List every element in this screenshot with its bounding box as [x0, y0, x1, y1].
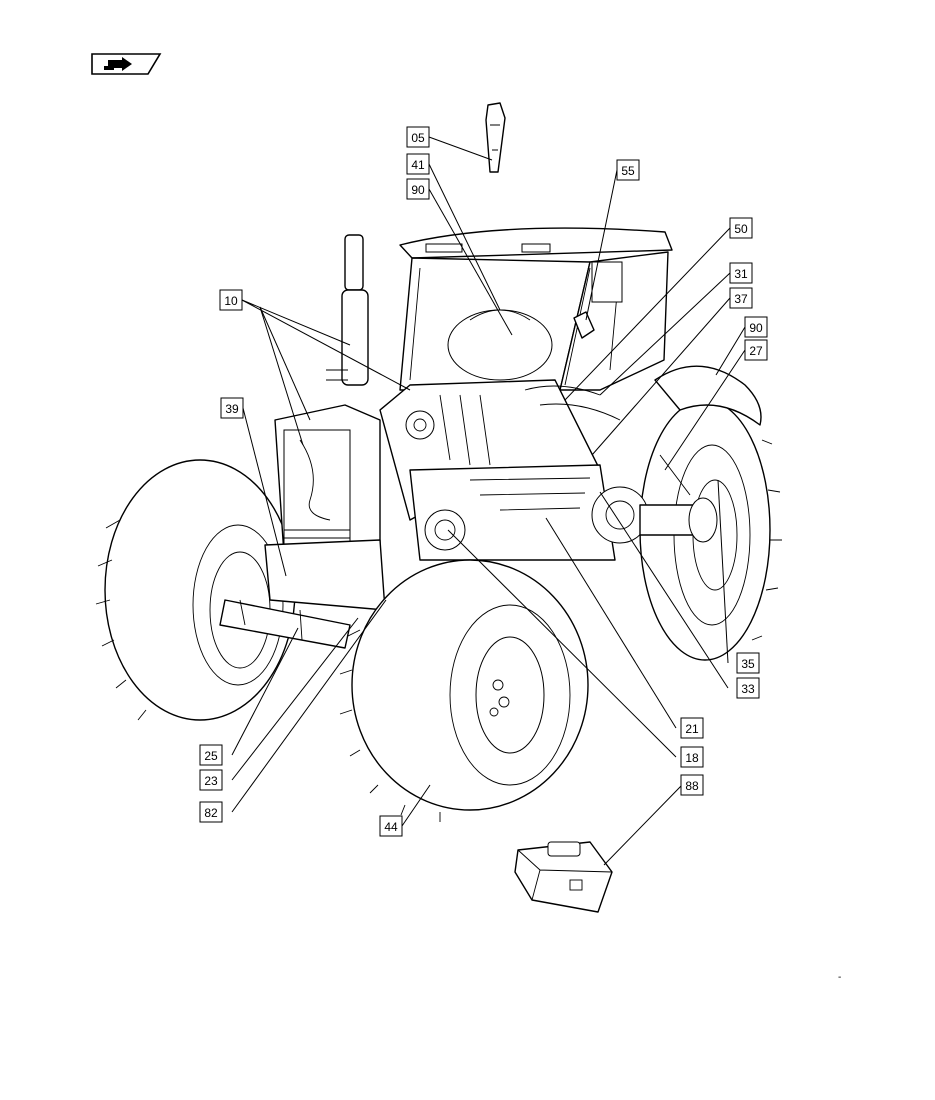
callout-39[interactable]: 39	[220, 397, 244, 419]
callout-27[interactable]: 27	[744, 339, 768, 361]
callout-44[interactable]: 44	[379, 815, 403, 837]
front-chassis	[219, 539, 386, 649]
callout-33-text: 33	[741, 682, 755, 696]
callout-82[interactable]: 82	[199, 801, 223, 823]
callout-18[interactable]: 18	[680, 746, 704, 768]
front-grille	[274, 404, 381, 571]
callout-21[interactable]: 21	[680, 717, 704, 739]
callout-88-text: 88	[685, 779, 699, 793]
callout-10-text: 10	[224, 294, 238, 308]
transmission-area	[409, 385, 649, 561]
callout-41-text: 41	[411, 158, 425, 172]
callout-25-text: 25	[204, 749, 218, 763]
front-wheel	[339, 559, 589, 822]
callout-labels: 05 41 90 55 50 31 37 90	[199, 126, 768, 837]
callout-10[interactable]: 10	[219, 289, 243, 311]
tractor-illustration	[95, 102, 782, 913]
book-arrow-icon	[104, 57, 132, 71]
callout-27-text: 27	[749, 344, 763, 358]
callout-41[interactable]: 41	[406, 153, 430, 175]
callout-21-text: 21	[685, 722, 699, 736]
callout-33[interactable]: 33	[736, 677, 760, 699]
callout-55[interactable]: 55	[616, 159, 640, 181]
callout-31[interactable]: 31	[729, 262, 753, 284]
callout-35[interactable]: 35	[736, 652, 760, 674]
callout-18-text: 18	[685, 751, 699, 765]
cab	[399, 227, 673, 391]
toolbox	[514, 841, 613, 913]
callout-90-fender-text: 90	[749, 321, 763, 335]
callout-05[interactable]: 05	[406, 126, 430, 148]
callout-23-text: 23	[204, 774, 218, 788]
callout-50[interactable]: 50	[729, 217, 753, 239]
callout-39-text: 39	[225, 402, 239, 416]
callout-90-cab-text: 90	[411, 183, 425, 197]
rear-left-wheel	[95, 459, 296, 721]
callout-05-text: 05	[411, 131, 425, 145]
mirror-part	[485, 102, 506, 173]
exhaust-stack	[326, 234, 369, 386]
callout-82-text: 82	[204, 806, 218, 820]
navigation-arrow-badge[interactable]	[91, 53, 162, 75]
callout-90-fender[interactable]: 90	[744, 316, 768, 338]
callout-44-text: 44	[384, 820, 398, 834]
leader-lines	[231, 136, 746, 866]
callout-88[interactable]: 88	[680, 774, 704, 796]
callout-23[interactable]: 23	[199, 769, 223, 791]
seat-part	[573, 311, 595, 339]
callout-37[interactable]: 37	[729, 287, 753, 309]
callout-90-cab[interactable]: 90	[406, 178, 430, 200]
callout-35-text: 35	[741, 657, 755, 671]
callout-55-text: 55	[621, 164, 635, 178]
callout-31-text: 31	[734, 267, 748, 281]
callout-25[interactable]: 25	[199, 744, 223, 766]
callout-50-text: 50	[734, 222, 748, 236]
page-mark: -	[838, 972, 841, 983]
rear-axle-hub	[639, 454, 718, 543]
rear-fender	[654, 365, 762, 426]
callout-37-text: 37	[734, 292, 748, 306]
